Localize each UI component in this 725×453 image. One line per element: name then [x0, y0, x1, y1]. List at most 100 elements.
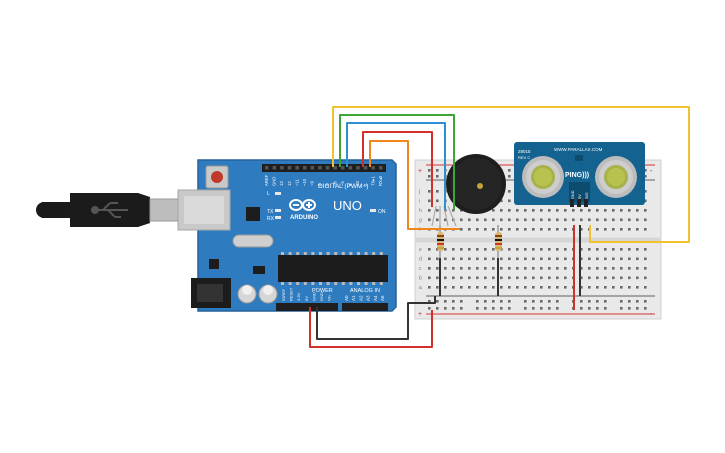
- digital-pin-hole: [348, 166, 353, 170]
- bb-hole: [492, 209, 495, 212]
- chip-pin: [364, 282, 368, 285]
- bb-hole: [548, 307, 551, 310]
- bb-hole: [588, 276, 591, 280]
- power-pin-label: GND: [319, 292, 324, 301]
- analog-label: ANALOG IN: [350, 288, 380, 294]
- digital-pin-hole: [295, 166, 299, 170]
- bb-hole: [484, 276, 487, 280]
- bb-hole: [476, 257, 479, 261]
- chip-pin: [349, 252, 353, 255]
- bb-hole: [564, 276, 567, 280]
- digital-pin-hole: [379, 166, 383, 170]
- bb-hole: [620, 257, 623, 261]
- wire-orange: [369, 140, 460, 230]
- bb-hole: [580, 218, 583, 222]
- sensor-url: WWW.PARALLAX.COM: [554, 147, 603, 152]
- bb-hole: [620, 218, 623, 222]
- wire-green: [339, 114, 455, 210]
- bb-hole: [596, 248, 599, 251]
- chip-pin: [334, 252, 338, 255]
- bb-hole: [628, 307, 631, 310]
- bb-hole: [516, 248, 519, 251]
- bb-hole: [428, 307, 431, 310]
- bb-hole: [532, 267, 535, 270]
- bb-hole: [580, 257, 583, 261]
- chip-pin: [341, 252, 345, 255]
- bb-hole: [548, 209, 551, 212]
- bb-hole: [460, 286, 463, 289]
- bb-hole: [628, 218, 631, 222]
- bb-hole: [636, 248, 639, 251]
- bb-hole: [548, 218, 551, 222]
- bb-hole: [628, 248, 631, 251]
- bb-hole: [516, 209, 519, 212]
- reset-button[interactable]: [205, 165, 229, 189]
- bb-hole: [620, 276, 623, 280]
- digital-pin-hole: [325, 166, 330, 170]
- ping-sensor: WWW.PARALLAX.COM 28015 REV C PING))) GND…: [514, 142, 645, 207]
- bb-hole: [492, 267, 495, 270]
- chip-pin: [379, 282, 383, 285]
- bb-hole: [612, 209, 615, 212]
- bb-hole: [524, 286, 527, 289]
- chip-pin: [296, 252, 300, 255]
- bb-hole: [556, 209, 559, 212]
- bb-hole: [492, 276, 495, 280]
- bb-hole: [476, 307, 479, 310]
- wire-red-5v: [309, 307, 433, 348]
- bb-hole: [564, 228, 567, 231]
- chip-pin: [326, 282, 330, 285]
- tx-label: TX: [267, 209, 274, 215]
- bb-hole: [596, 286, 599, 289]
- model-label: UNO: [333, 198, 362, 213]
- bb-hole: [428, 248, 431, 251]
- bb-hole: [508, 307, 511, 310]
- bb-hole: [532, 257, 535, 261]
- bb-hole: [564, 257, 567, 261]
- digital-pin-hole: [265, 166, 269, 170]
- bb-hole: [540, 228, 543, 231]
- bb-hole: [636, 228, 639, 231]
- bb-row-letter: d: [419, 257, 422, 263]
- bb-hole: [644, 257, 647, 261]
- bb-hole: [556, 257, 559, 261]
- bb-hole: [644, 276, 647, 280]
- analog-pin-label: A5: [380, 295, 385, 301]
- digital-pin-hole: [318, 166, 322, 170]
- bb-hole: [500, 286, 503, 289]
- bb-hole: [492, 286, 495, 289]
- bb-hole: [436, 169, 439, 172]
- bb-hole: [476, 218, 479, 222]
- bb-hole: [588, 267, 591, 270]
- bb-hole: [476, 228, 479, 231]
- bb-hole: [548, 267, 551, 270]
- bb-hole: [468, 218, 471, 222]
- bb-hole: [460, 248, 463, 251]
- usb-icon: [91, 202, 128, 218]
- digital-pin-label: ~11: [294, 179, 299, 186]
- bb-hole: [580, 209, 583, 212]
- bb-hole: [540, 307, 543, 310]
- bb-hole: [524, 267, 527, 270]
- bb-hole: [604, 218, 607, 222]
- bb-hole: [428, 190, 431, 193]
- bb-hole: [524, 248, 527, 251]
- bb-hole: [444, 218, 447, 222]
- bb-hole: [484, 286, 487, 289]
- bb-hole: [516, 218, 519, 222]
- bb-hole: [484, 228, 487, 231]
- rail-plus-bottom: +: [418, 311, 422, 318]
- arduino-logo-icon: [289, 199, 316, 211]
- bb-hole: [636, 209, 639, 212]
- rx-label: RX: [267, 216, 275, 222]
- bb-hole: [564, 218, 567, 222]
- bb-hole: [460, 307, 463, 310]
- bb-hole: [548, 257, 551, 261]
- bb-hole: [572, 218, 575, 222]
- bb-hole: [644, 169, 647, 172]
- bb-hole: [556, 307, 559, 310]
- bb-hole: [540, 248, 543, 251]
- chip-pin: [379, 252, 383, 255]
- chip-pin: [303, 282, 307, 285]
- bb-hole: [508, 190, 511, 193]
